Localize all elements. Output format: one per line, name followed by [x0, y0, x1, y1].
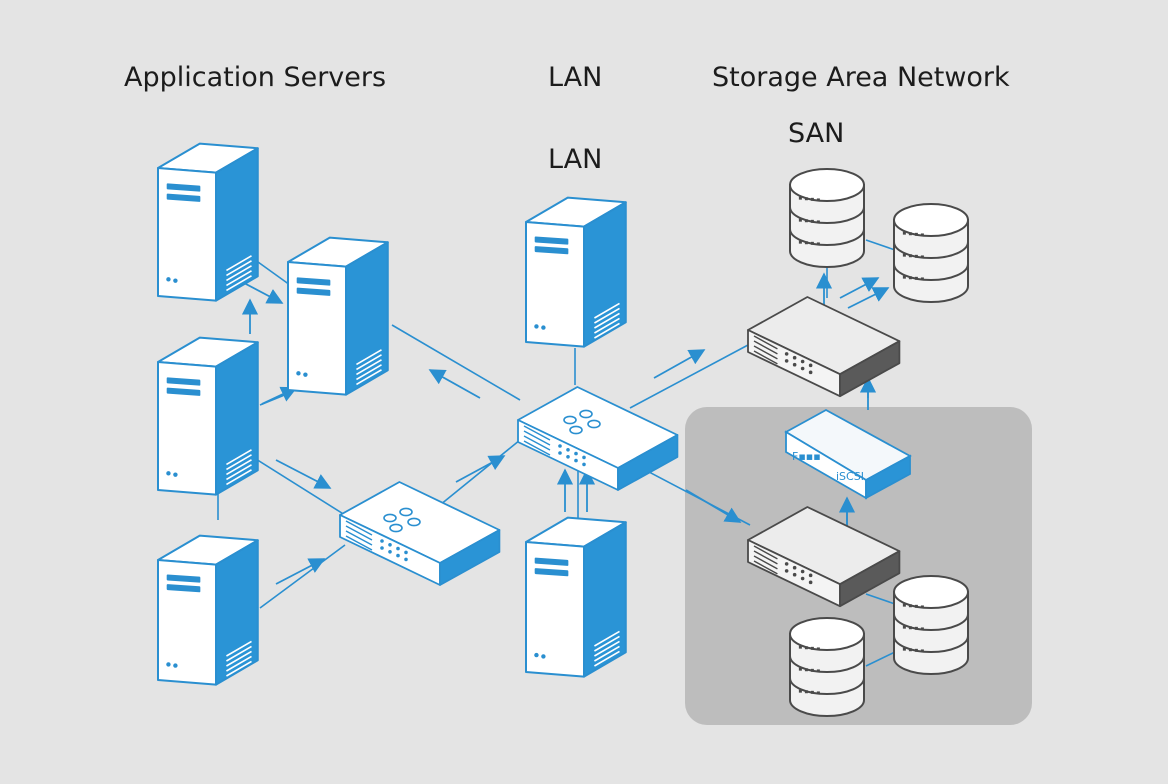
lan-server-bottom [525, 516, 627, 678]
iscsi-gateway: F▪▪▪ iSCSI [784, 408, 912, 500]
app-server-2 [287, 236, 389, 396]
connection-lines [217, 239, 896, 667]
port-ring [389, 523, 403, 533]
san-switch-bottom [747, 506, 901, 608]
port-ring [579, 409, 593, 419]
port-ring [569, 425, 583, 435]
port-ring [587, 419, 601, 429]
san-subtitle: SAN [788, 118, 845, 149]
app-server-3 [157, 336, 259, 496]
port-ring [399, 507, 413, 517]
iscsi-port-marks: F▪▪▪ [792, 450, 821, 463]
arrow [847, 287, 890, 309]
arrow [428, 369, 481, 399]
lan-subtitle: LAN [548, 144, 603, 175]
switch-group [339, 296, 901, 608]
port-ring [383, 513, 397, 523]
application-servers-title: Application Servers [124, 62, 387, 93]
arrow [455, 455, 506, 483]
arrow [839, 277, 880, 299]
access-switch [339, 481, 501, 586]
arrow [653, 349, 706, 379]
lan-title: LAN [548, 62, 603, 93]
iscsi-label: iSCSI [836, 470, 864, 483]
lan-core-switch [517, 386, 679, 491]
lan-server-top [525, 196, 627, 348]
arrow [275, 558, 326, 585]
san-switch-top [747, 296, 901, 398]
san-disk-bottom-right [893, 575, 969, 675]
port-ring [563, 415, 577, 425]
arrow [685, 489, 742, 523]
arrow [275, 459, 332, 489]
arrow [243, 282, 284, 304]
san-disk-top-right [893, 203, 969, 303]
storage-area-network-title: Storage Area Network [712, 62, 1010, 93]
storage-group [789, 168, 969, 717]
port-ring [407, 517, 421, 527]
san-disk-top-left [789, 168, 865, 268]
san-disk-bottom-left [789, 617, 865, 717]
server-group [157, 142, 627, 686]
app-server-1 [157, 142, 259, 302]
app-server-4 [157, 534, 259, 686]
